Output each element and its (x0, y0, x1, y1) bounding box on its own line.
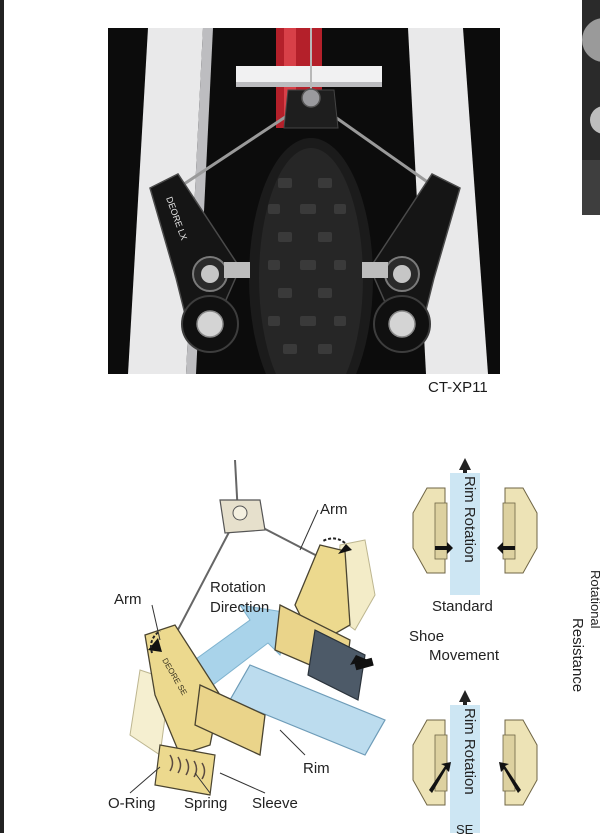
brake-photo: DEORE LX (108, 28, 500, 374)
label-o-ring: O-Ring (108, 795, 156, 812)
label-rotation: Rotation (210, 579, 266, 596)
label-shoe: Shoe (409, 628, 445, 645)
rim-rotation-label-bottom: Rim Rotation (461, 708, 478, 795)
label-movement: Movement (429, 647, 500, 664)
label-se-partial: SE (456, 822, 474, 837)
label-arm-right: Arm (320, 501, 348, 518)
label-spring: Spring (184, 795, 228, 812)
adjacent-photo-fragment (582, 0, 600, 215)
shoe-diagram-standard: Rim Rotation (405, 458, 545, 603)
side-text-resistance: Resistance (569, 618, 586, 693)
label-standard: Standard (432, 598, 493, 615)
page-edge-shadow (0, 0, 4, 833)
side-text-rotational: Rotational (588, 570, 600, 629)
label-arm-left: Arm (114, 591, 142, 608)
brake-diagram: DEORE SE Arm Arm Rotation Direction Rim … (100, 455, 410, 820)
label-sleeve: Sleeve (252, 795, 298, 812)
shoe-diagram-se: Rim Rotation (405, 690, 545, 838)
label-rim: Rim (303, 760, 330, 777)
photo-caption: CT-XP11 (428, 379, 488, 396)
rim-rotation-label-top: Rim Rotation (461, 476, 478, 563)
label-direction: Direction (210, 599, 270, 616)
